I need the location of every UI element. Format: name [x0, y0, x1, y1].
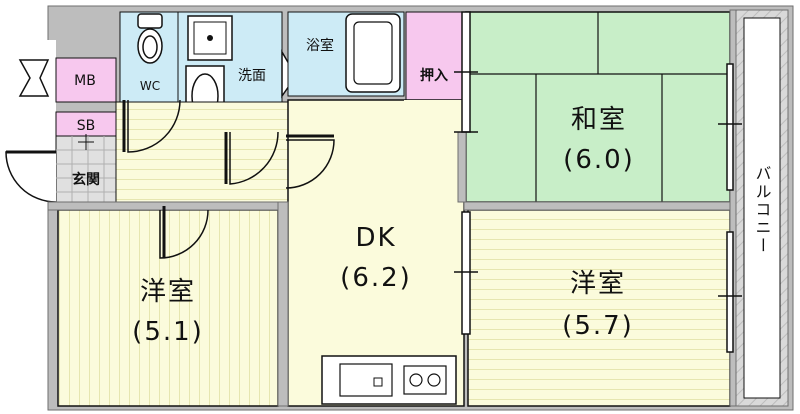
- stove-icon: [403, 365, 447, 395]
- sb-label: SB: [77, 118, 96, 134]
- balcony-inner: [743, 17, 781, 399]
- yoshitsu-left-room: [57, 209, 279, 407]
- mb-label: MB: [74, 73, 96, 89]
- genkan-tile: [56, 136, 116, 202]
- bathtub-icon: [345, 13, 401, 93]
- mb-box: [55, 57, 117, 103]
- washing-machine-icon: [187, 15, 233, 61]
- wc-label: WC: [140, 79, 160, 93]
- yoshitsu-left-size-label: (5.1): [132, 317, 204, 347]
- dk-size-label: (6.2): [340, 263, 412, 293]
- genkan-label: 玄関: [72, 171, 100, 188]
- yokushitsu-label: 浴室: [306, 37, 334, 54]
- sliding-door-marks: [454, 11, 742, 353]
- yoshitsu-right-name-label: 洋室: [570, 269, 626, 299]
- tatami-lines: [466, 12, 730, 202]
- yoshitsu-right-room: [467, 209, 731, 407]
- oshiire-label: 押入: [420, 67, 448, 84]
- toilet-icon: [137, 13, 163, 64]
- dk-upper-ext: [404, 100, 464, 132]
- hallway-floor: [115, 101, 289, 203]
- dk-name-label: DK: [355, 223, 396, 253]
- dk-room: [287, 99, 465, 407]
- washitsu-size-label: (6.0): [563, 145, 635, 175]
- balcony-label: バルコニー: [753, 165, 772, 255]
- senmen-label: 洗面: [238, 68, 266, 84]
- yoshitsu-right-size-label: (5.7): [562, 311, 634, 341]
- mb-door-icon: [18, 59, 50, 97]
- sb-box: [55, 111, 117, 137]
- door-swings: [122, 99, 335, 259]
- entrance-door-icon: [5, 151, 57, 203]
- washitsu-name-label: 和室: [571, 105, 627, 135]
- yoshitsu-left-name-label: 洋室: [140, 277, 196, 307]
